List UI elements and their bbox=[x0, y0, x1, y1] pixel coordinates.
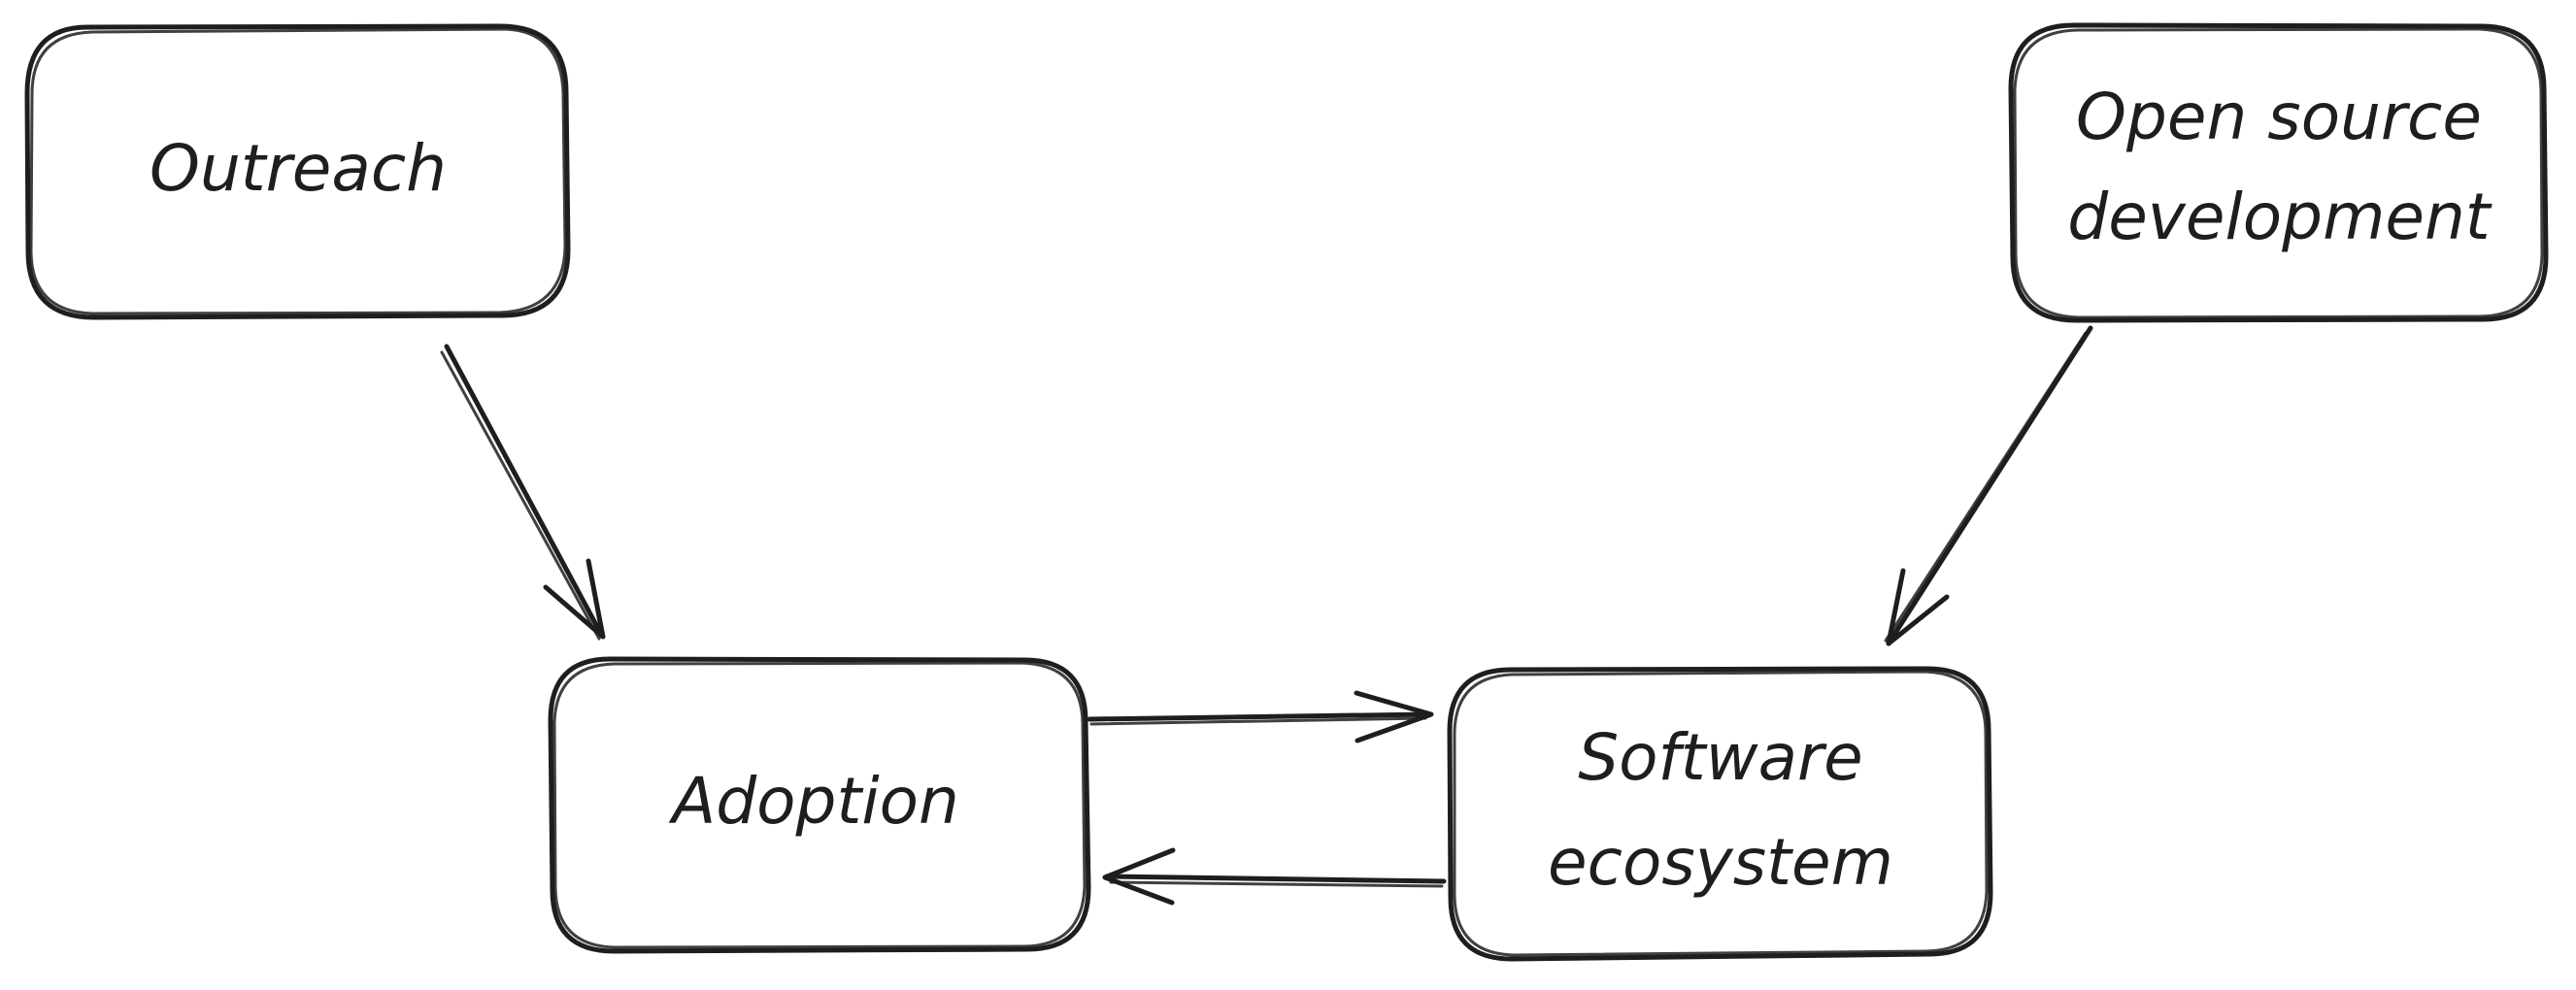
edge-outreach-to-adoption bbox=[440, 344, 606, 641]
node-open-source-development-box bbox=[2008, 22, 2549, 323]
node-outreach-label: Outreach bbox=[150, 131, 447, 206]
edge-software-ecosystem-to-adoption-line bbox=[1104, 874, 1447, 884]
node-open-source-development[interactable]: Open source development bbox=[2008, 22, 2549, 323]
edge-adoption-to-software-ecosystem-line-sketch bbox=[1089, 716, 1427, 726]
edge-open-source-to-software-ecosystem-line bbox=[1886, 325, 2093, 646]
edge-outreach-to-adoption-line-sketch bbox=[440, 350, 601, 641]
edge-software-ecosystem-to-adoption-arrowhead bbox=[1102, 847, 1176, 906]
node-adoption-box bbox=[548, 656, 1091, 954]
edge-outreach-to-adoption-line bbox=[444, 344, 605, 639]
node-software-ecosystem-label-line2: ecosystem bbox=[1548, 825, 1893, 900]
edge-software-ecosystem-to-adoption bbox=[1102, 847, 1447, 906]
edge-open-source-to-software-ecosystem bbox=[1884, 325, 2093, 646]
node-open-source-development-box-sketch bbox=[2013, 27, 2544, 319]
node-software-ecosystem-box bbox=[1447, 666, 1993, 962]
node-outreach-box bbox=[24, 23, 571, 320]
node-adoption-box-sketch bbox=[552, 661, 1087, 949]
edge-adoption-to-software-ecosystem bbox=[1087, 690, 1434, 743]
node-outreach[interactable]: Outreach bbox=[24, 23, 571, 320]
edge-open-source-to-software-ecosystem-line-sketch bbox=[1884, 331, 2088, 643]
edge-outreach-to-adoption-arrowhead bbox=[543, 558, 606, 640]
edge-adoption-to-software-ecosystem-line bbox=[1087, 711, 1432, 722]
node-software-ecosystem-box-sketch bbox=[1453, 670, 1989, 957]
node-adoption[interactable]: Adoption bbox=[548, 656, 1091, 954]
edge-software-ecosystem-to-adoption-line-sketch bbox=[1109, 880, 1444, 888]
node-open-source-development-label-line2: development bbox=[2067, 180, 2492, 254]
node-open-source-development-label-line1: Open source bbox=[2076, 80, 2482, 154]
node-outreach-box-sketch bbox=[29, 27, 567, 315]
node-software-ecosystem[interactable]: Software ecosystem bbox=[1447, 666, 1993, 962]
node-adoption-label: Adoption bbox=[668, 764, 959, 839]
edge-adoption-to-software-ecosystem-arrowhead bbox=[1354, 690, 1434, 743]
node-software-ecosystem-label-line1: Software bbox=[1578, 720, 1863, 795]
edge-open-source-to-software-ecosystem-arrowhead bbox=[1886, 568, 1950, 646]
